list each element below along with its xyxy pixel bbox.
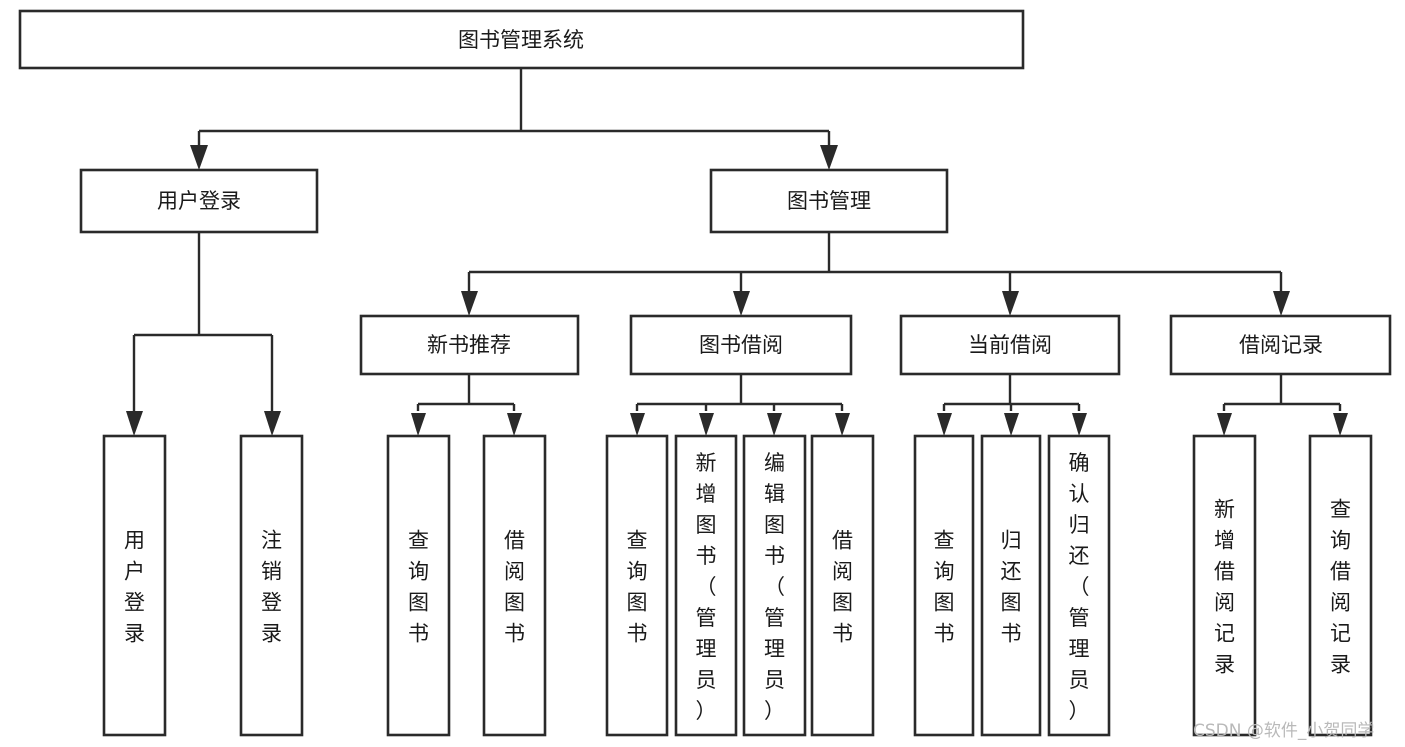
leaf-node-box[interactable] (980, 434, 1042, 737)
node-borrow-record-label: 借阅记录 (1239, 333, 1323, 357)
leaf-node-label: 确认归还（管理员） (1069, 451, 1090, 723)
arrow-to-current-borrow (1002, 291, 1019, 316)
arrow-to-leaf-borrow-book (835, 413, 850, 436)
node-book-management[interactable]: 图书管理 (709, 168, 949, 234)
arrow-to-leaf-confirm-return (1072, 413, 1087, 436)
arrow-to-leaf-edit-book (767, 413, 782, 436)
node-book-borrow-box[interactable] (629, 314, 853, 376)
leaf-node[interactable]: 查询图书 (386, 434, 451, 737)
arrow-to-leaf-query-book-current (937, 413, 952, 436)
leaf-node-box[interactable] (1192, 434, 1257, 737)
node-new-book-recommend-label: 新书推荐 (427, 333, 511, 357)
leaf-node-label: 借阅图书 (832, 529, 853, 646)
leaf-node-label: 查询图书 (627, 529, 648, 646)
connector-userlogin-bus (132, 232, 274, 411)
leaf-node-label: 编辑图书（管理员） (764, 451, 785, 723)
leaf-node[interactable]: 新增借阅记录 (1192, 434, 1257, 737)
leaf-node-label: 借阅图书 (504, 529, 525, 646)
leaf-node-box[interactable] (102, 434, 167, 737)
arrow-to-leaf-logout (264, 411, 281, 436)
leaf-node-label: 用户登录 (124, 529, 145, 646)
node-root-box[interactable] (18, 9, 1025, 70)
leaf-node-box[interactable] (1308, 434, 1373, 737)
leaf-node-box[interactable] (742, 434, 807, 737)
arrow-to-book-management (820, 145, 838, 170)
node-current-borrow[interactable]: 当前借阅 (899, 314, 1121, 376)
node-new-book-recommend-box[interactable] (359, 314, 580, 376)
leaf-node[interactable]: 归还图书 (980, 434, 1042, 737)
leaf-node-box[interactable] (482, 434, 547, 737)
node-new-book-recommend[interactable]: 新书推荐 (359, 314, 580, 376)
connector-root-bus (197, 68, 831, 149)
leaf-node-box[interactable] (386, 434, 451, 737)
arrow-to-new-book-recommend (461, 291, 478, 316)
leaf-node-label: 查询借阅记录 (1330, 498, 1351, 677)
leaf-node[interactable]: 注销登录 (239, 434, 304, 737)
node-user-login-box[interactable] (79, 168, 319, 234)
node-root-label: 图书管理系统 (458, 28, 584, 52)
node-book-borrow[interactable]: 图书借阅 (629, 314, 853, 376)
leaf-node-label: 归还图书 (1001, 529, 1022, 646)
arrow-to-leaf-query-book-borrow (630, 413, 645, 436)
leaf-node-label: 注销登录 (261, 529, 282, 646)
leaf-node[interactable]: 用户登录 (102, 434, 167, 737)
leaf-node[interactable]: 确认归还（管理员） (1047, 434, 1111, 737)
csdn-watermark: CSDN @软件_小贺同学 (1193, 721, 1374, 741)
arrow-to-leaf-return-book (1004, 413, 1019, 436)
arrow-to-leaf-add-record (1217, 413, 1232, 436)
node-book-borrow-label: 图书借阅 (699, 333, 783, 357)
arrow-to-user-login (190, 145, 208, 170)
leaf-node[interactable]: 借阅图书 (482, 434, 547, 737)
leaf-node-box[interactable] (239, 434, 304, 737)
arrow-to-leaf-query-book-rec (411, 413, 426, 436)
leaf-node[interactable]: 编辑图书（管理员） (742, 434, 807, 737)
arrow-to-leaf-borrow-book-rec (507, 413, 522, 436)
leaf-node-label: 查询图书 (934, 529, 955, 646)
arrow-to-leaf-query-record (1333, 413, 1348, 436)
leaf-node-box[interactable] (674, 434, 738, 737)
node-root[interactable]: 图书管理系统 (18, 9, 1025, 70)
arrowhead-layer (126, 145, 1348, 436)
connector-bookmgmt-bus (467, 232, 1283, 291)
leaf-node-label: 新增借阅记录 (1214, 498, 1235, 677)
leaf-node[interactable]: 查询借阅记录 (1308, 434, 1373, 737)
connector-newbook-bus (416, 374, 516, 411)
arrow-to-borrow-record (1273, 291, 1290, 316)
leaf-node-label: 查询图书 (408, 529, 429, 646)
node-current-borrow-label: 当前借阅 (968, 333, 1052, 357)
connector-borrowrecord-bus (1222, 374, 1342, 411)
connector-layer (132, 68, 1342, 411)
leaf-node-box[interactable] (913, 434, 975, 737)
connector-currentborrow-bus (942, 374, 1081, 411)
leaf-node[interactable]: 新增图书（管理员） (674, 434, 738, 737)
arrow-to-leaf-user-login (126, 411, 143, 436)
arrow-to-leaf-add-book (699, 413, 714, 436)
arrow-to-book-borrow (733, 291, 750, 316)
leaf-node[interactable]: 查询图书 (605, 434, 669, 737)
connector-bookborrow-bus (635, 374, 844, 411)
node-user-login[interactable]: 用户登录 (79, 168, 319, 234)
leaf-node-box[interactable] (605, 434, 669, 737)
node-current-borrow-box[interactable] (899, 314, 1121, 376)
node-book-management-box[interactable] (709, 168, 949, 234)
leaf-node-layer: 用户登录 注销登录 查询图书 借阅图书 查询图书 新增图书（管理员） 编辑图书（管理员） 借阅… (102, 434, 1373, 737)
leaf-node-box[interactable] (810, 434, 875, 737)
node-user-login-label: 用户登录 (157, 189, 241, 213)
leaf-node[interactable]: 借阅图书 (810, 434, 875, 737)
node-book-management-label: 图书管理 (787, 189, 871, 213)
node-borrow-record[interactable]: 借阅记录 (1169, 314, 1392, 376)
leaf-node-box[interactable] (1047, 434, 1111, 737)
leaf-node[interactable]: 查询图书 (913, 434, 975, 737)
leaf-node-label: 新增图书（管理员） (696, 451, 717, 723)
node-borrow-record-box[interactable] (1169, 314, 1392, 376)
